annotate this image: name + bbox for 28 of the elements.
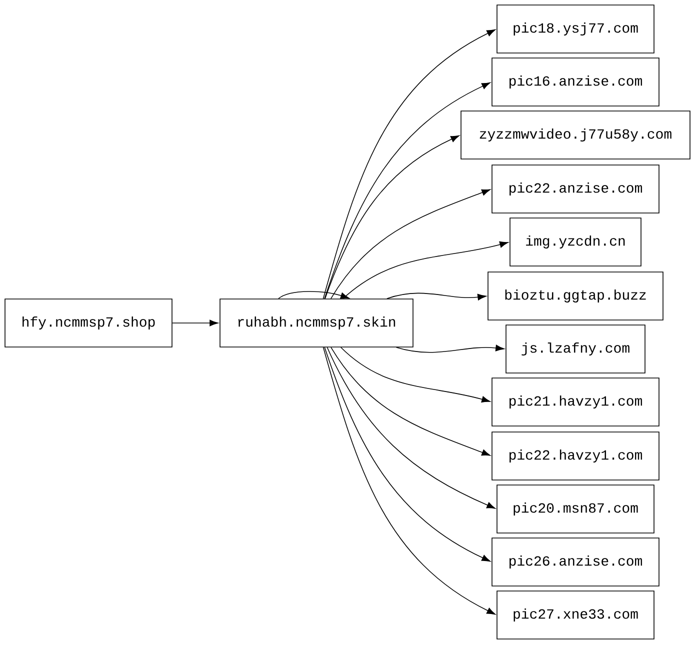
domain-box: pic18.ysj77.com [496, 4, 654, 54]
arrow [396, 344, 504, 353]
domain-box: pic27.xne33.com [496, 590, 654, 640]
domain-box: hfy.ncmmsp7.shop [4, 298, 172, 348]
arrow [324, 135, 460, 299]
domain-box: bioztu.ggtap.buzz [488, 272, 664, 320]
arrow [322, 347, 496, 615]
arrow [324, 82, 490, 299]
arrow [330, 347, 490, 456]
domain-box: js.lzafny.com [506, 324, 646, 374]
arrow [386, 292, 486, 300]
domain-box: pic21.havzy1.com [492, 378, 660, 426]
arrow [340, 347, 490, 402]
domain-box: pic26.anzise.com [492, 538, 660, 586]
arrow [330, 189, 490, 299]
domain-box: pic22.havzy1.com [492, 432, 660, 480]
domain-box: img.yzcdn.cn [510, 218, 642, 266]
domain-box: zyzzmwvideo.j77u58y.com [460, 110, 690, 160]
arrow [322, 29, 496, 299]
arrow [324, 347, 490, 562]
arrow [342, 241, 508, 299]
domain-box: ruhabh.ncmmsp7.skin [220, 298, 414, 348]
domain-box: pic20.msn87.com [496, 484, 654, 534]
arrow [278, 291, 350, 299]
domain-box: pic16.anzise.com [492, 58, 660, 106]
arrow [172, 320, 218, 326]
domain-box: pic22.anzise.com [492, 164, 660, 214]
arrow [326, 347, 496, 509]
